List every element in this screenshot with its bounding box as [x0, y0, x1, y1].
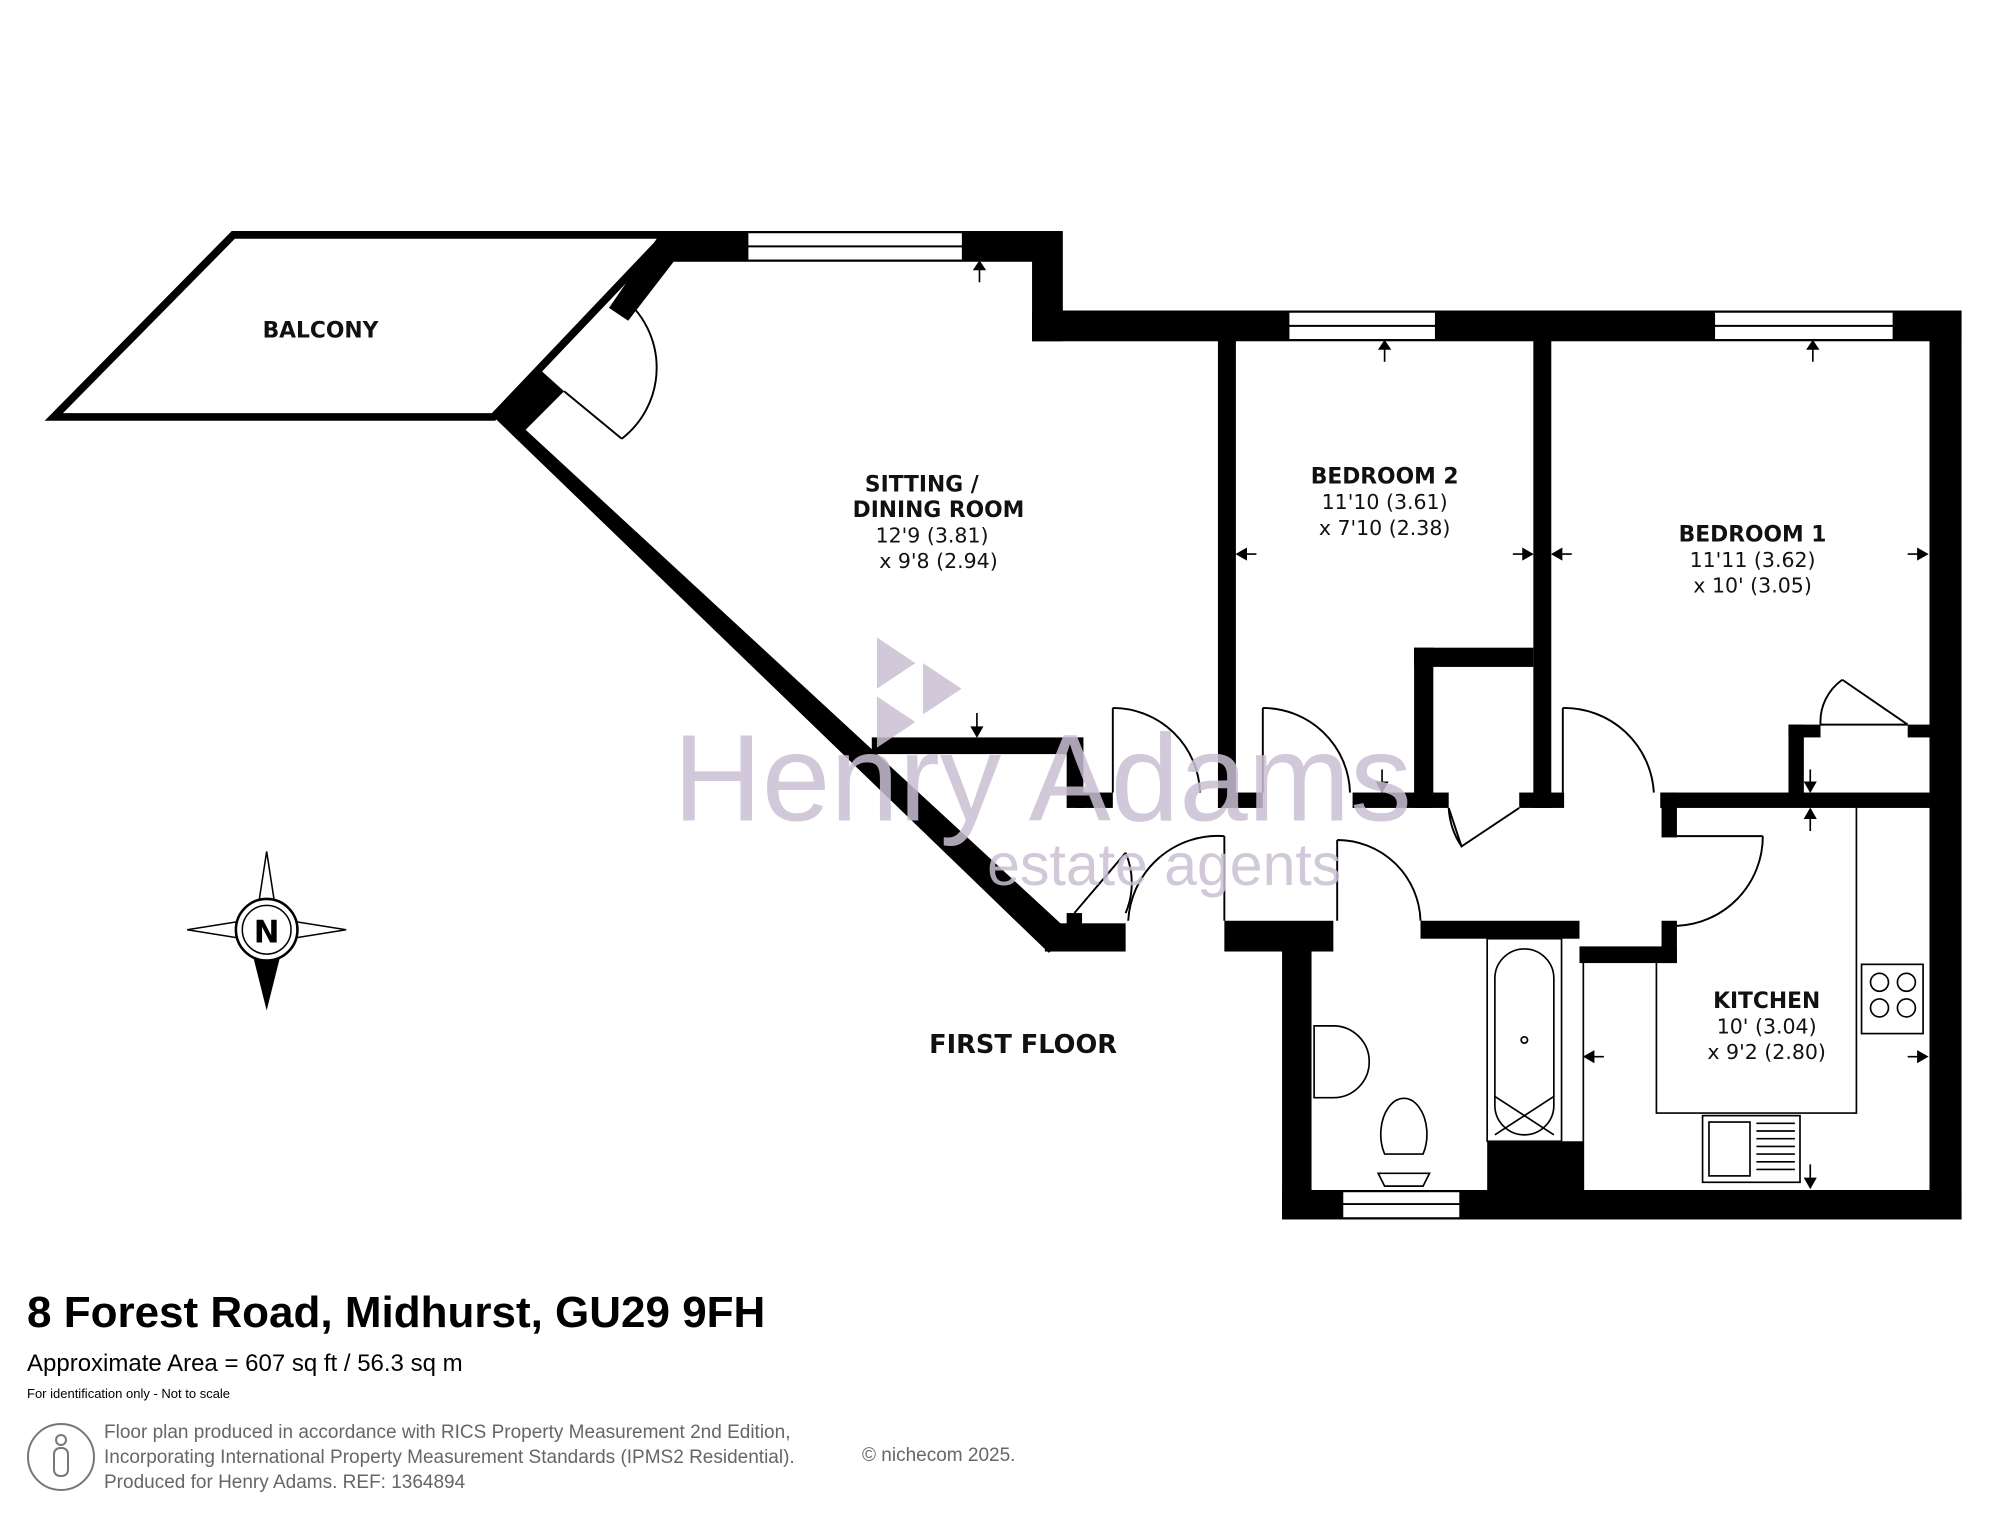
bedroom2-dim-1: 11'10 (3.61): [1322, 490, 1448, 514]
watermark-logo: [876, 637, 962, 748]
compass-icon: N: [187, 851, 347, 1011]
dimension-arrows: [970, 260, 1929, 1190]
floor-label: FIRST FLOOR: [929, 1030, 1117, 1060]
sitting-room-label-1: SITTING /: [865, 472, 979, 497]
kitchen-dim-2: x 9'2 (2.80): [1707, 1040, 1826, 1064]
compass-north-label: N: [254, 915, 280, 951]
rics-line-1: Floor plan produced in accordance with R…: [104, 1422, 791, 1443]
sitting-room-dim-2: x 9'8 (2.94): [879, 549, 998, 573]
sitting-room-dim-1: 12'9 (3.81): [876, 524, 989, 548]
kitchen-label: KITCHEN: [1713, 989, 1820, 1014]
doors: [563, 296, 1909, 927]
balcony-label: BALCONY: [263, 318, 379, 343]
copyright: © nichecom 2025.: [862, 1445, 1016, 1466]
rics-line-3: Produced for Henry Adams. REF: 1364894: [104, 1472, 466, 1493]
bedroom1-dim-1: 11'11 (3.62): [1690, 548, 1816, 572]
bedroom1-label: BEDROOM 1: [1679, 522, 1827, 547]
watermark-tagline: estate agents: [987, 833, 1341, 898]
scale-note: For identification only - Not to scale: [27, 1386, 231, 1401]
kitchen-dim-1: 10' (3.04): [1717, 1015, 1817, 1039]
rics-line-2: Incorporating International Property Mea…: [104, 1447, 795, 1468]
fixtures: [1313, 807, 1924, 1190]
property-address: 8 Forest Road, Midhurst, GU29 9FH: [27, 1288, 766, 1337]
windows: [746, 231, 1895, 1220]
approximate-area: Approximate Area = 607 sq ft / 56.3 sq m: [27, 1350, 463, 1377]
watermark-name: Henry Adams: [673, 711, 1412, 848]
person-icon: [27, 1423, 95, 1491]
sitting-room-label-2: DINING ROOM: [853, 498, 1025, 523]
bedroom1-dim-2: x 10' (3.05): [1693, 574, 1812, 598]
rics-statement: Floor plan produced in accordance with R…: [104, 1420, 795, 1495]
bedroom2-label: BEDROOM 2: [1311, 465, 1459, 490]
bedroom2-dim-2: x 7'10 (2.38): [1319, 516, 1451, 540]
